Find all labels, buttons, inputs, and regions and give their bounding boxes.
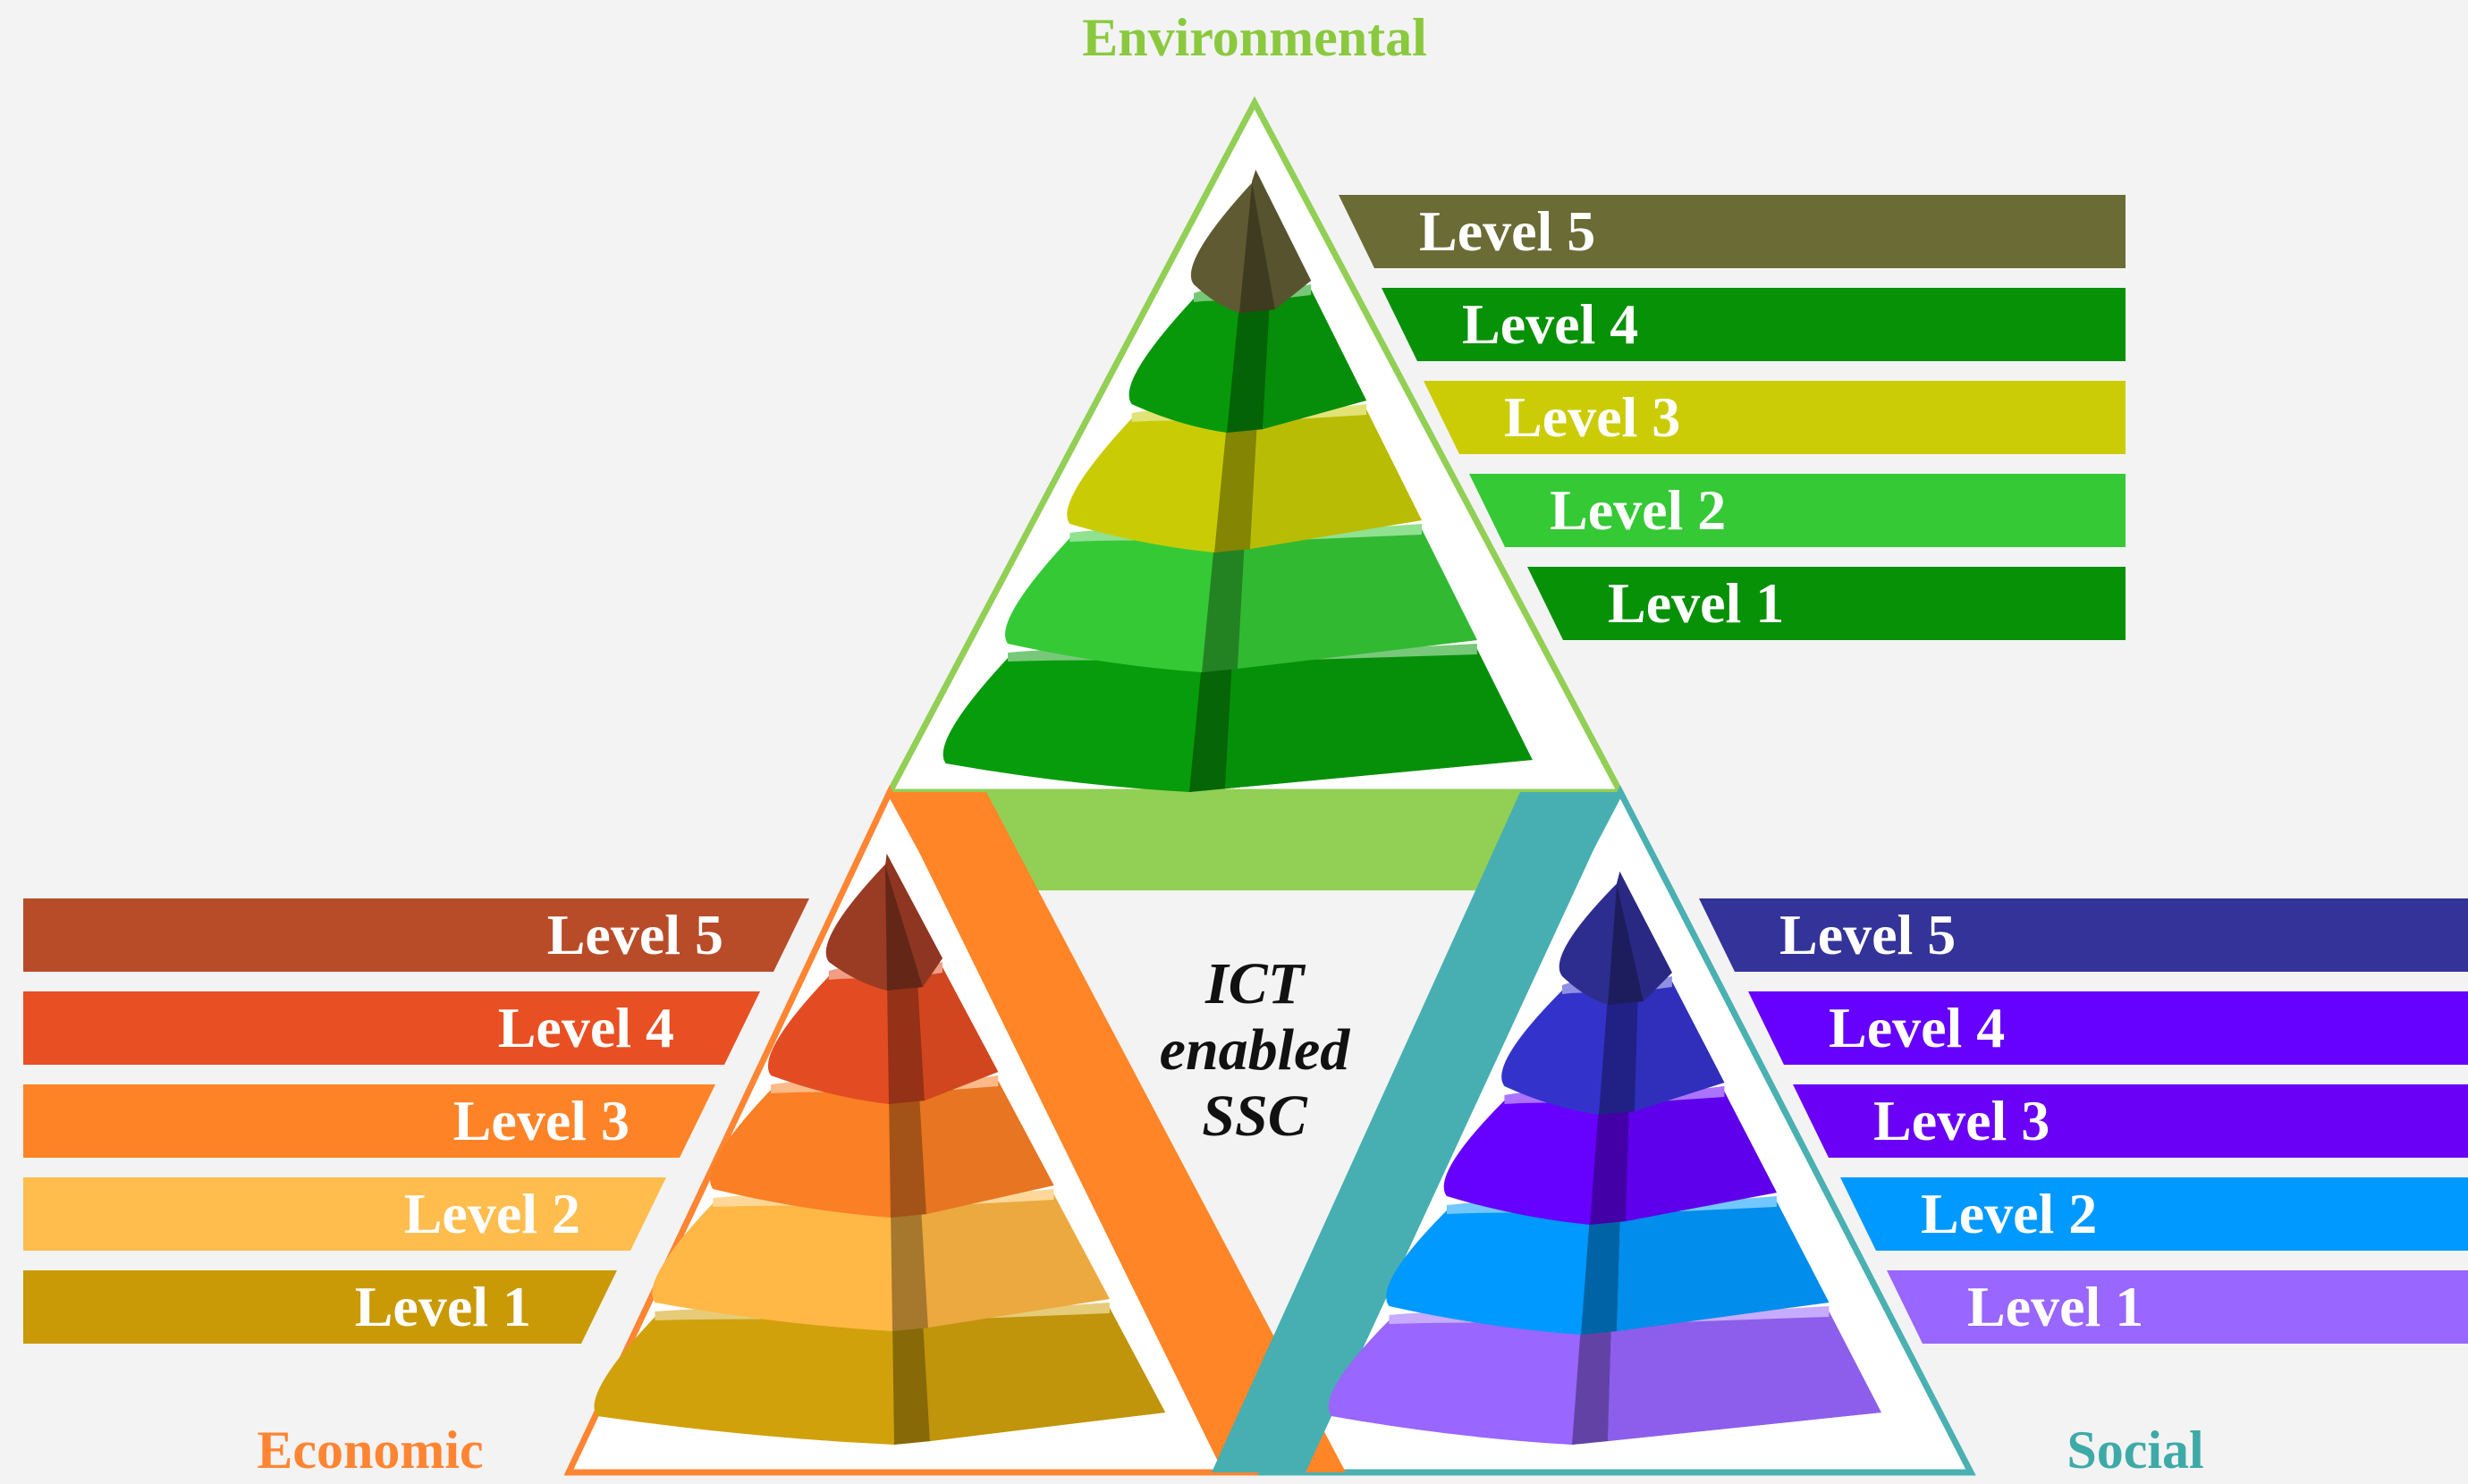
center-label: ICT enabled SSC	[1160, 951, 1351, 1149]
social-level-label: Level 1	[1967, 1275, 2143, 1338]
environmental-level-bar	[1382, 288, 2126, 361]
center-line-2: enabled	[1160, 1017, 1351, 1083]
economic-pyramid	[594, 854, 1166, 1445]
economic-pyramid-step-5-side	[885, 854, 942, 988]
economic-level-label: Level 2	[404, 1182, 580, 1245]
environmental-level-bar	[1527, 567, 2126, 640]
economic-level-label: Level 4	[498, 996, 674, 1059]
environmental-pyramid-step-5-shadow	[1239, 181, 1275, 313]
social-pyramid-step-1-side	[1608, 1311, 1881, 1442]
economic-level-bar	[23, 898, 809, 972]
economic-pyramid-step-4-side	[917, 967, 999, 1101]
economic-level-label: Level 1	[355, 1275, 531, 1338]
environmental-level-bars: Level 5 Level 4 Level 3 Level 2 Level 1	[1339, 195, 2126, 640]
economic-level-label: Level 5	[547, 903, 723, 966]
economic-pyramid-step-3-side	[919, 1081, 1054, 1215]
economic-pyramid-step-3-shadow	[889, 1092, 926, 1218]
economic-level-bar	[23, 1177, 666, 1251]
economic-pyramid-step-2-side	[921, 1194, 1110, 1328]
social-level-label: Level 3	[1873, 1089, 2050, 1152]
center-line-1: ICT	[1204, 951, 1306, 1016]
social-level-bar	[1699, 898, 2468, 972]
environmental-pyramid	[942, 170, 1533, 792]
economic-pyramid-step-1-shadow	[892, 1320, 930, 1445]
environmental-pyramid-step-4-side	[1263, 290, 1367, 430]
environmental-pyramid-step-3-side	[1250, 409, 1422, 550]
environmental-pyramid-step-4-shadow	[1227, 301, 1270, 433]
economic-pyramid-step-4-shadow	[887, 979, 925, 1104]
environmental-pyramid-step-2-shadow	[1202, 541, 1245, 672]
environmental-pyramid-step-1-side	[1225, 649, 1533, 789]
environmental-level-label: Level 3	[1504, 385, 1680, 449]
center-line-3: SSC	[1202, 1083, 1307, 1149]
economic-pyramid-step-2-shadow	[891, 1206, 928, 1331]
social-pyramid-step-5-side	[1617, 872, 1672, 1002]
social-pyramid-step-1-shadow	[1572, 1323, 1611, 1445]
environmental-pyramid-step-1-shadow	[1189, 661, 1232, 792]
social-pyramid-step-5-shadow	[1608, 883, 1644, 1005]
social-pyramid	[1328, 872, 1881, 1445]
social-level-label: Level 4	[1829, 996, 2005, 1059]
social-band	[1212, 792, 1620, 1472]
social-level-bar	[1748, 991, 2468, 1065]
environmental-pyramid-step-2-side	[1238, 529, 1477, 670]
social-level-bars: Level 5 Level 4 Level 3 Level 2 Level 1	[1699, 898, 2468, 1344]
environmental-level-label: Level 4	[1462, 292, 1638, 356]
social-level-bar	[1793, 1084, 2468, 1158]
environmental-level-bar	[1339, 195, 2126, 268]
environmental-level-label: Level 2	[1550, 478, 1726, 542]
center-bands	[890, 792, 1620, 1472]
social-level-label: Level 2	[1921, 1182, 2097, 1245]
environmental-pyramid-step-5-side	[1252, 170, 1312, 310]
environmental-band	[982, 792, 1526, 890]
social-pyramid-step-3-shadow	[1590, 1103, 1629, 1225]
environmental-level-bar	[1469, 474, 2126, 547]
economic-pyramid-step-1-side	[923, 1308, 1166, 1442]
environmental-pyramid-step-3-shadow	[1214, 421, 1257, 552]
economic-level-bars: Level 5 Level 4 Level 3 Level 2 Level 1	[23, 898, 809, 1344]
social-level-bar	[1887, 1270, 2468, 1344]
economic-level-label: Level 3	[453, 1089, 630, 1152]
environmental-level-label: Level 1	[1608, 571, 1784, 635]
social-pyramid-step-4-side	[1635, 982, 1725, 1112]
environmental-label: Environmental	[1082, 8, 1427, 67]
environmental-level-bar	[1424, 381, 2126, 454]
social-pyramid-step-3-side	[1626, 1092, 1777, 1222]
economic-level-bar	[23, 1270, 617, 1344]
economic-pyramid-step-5-shadow	[885, 865, 923, 991]
economic-level-bar	[23, 991, 760, 1065]
social-label: Social	[2067, 1421, 2203, 1480]
economic-label: Economic	[257, 1421, 483, 1480]
social-pyramid-step-2-shadow	[1581, 1213, 1620, 1335]
environmental-level-label: Level 5	[1419, 199, 1595, 263]
social-level-label: Level 5	[1779, 903, 1956, 966]
social-pyramid-step-2-side	[1617, 1202, 1830, 1332]
social-level-bar	[1840, 1177, 2468, 1251]
economic-level-bar	[23, 1084, 715, 1158]
social-pyramid-step-4-shadow	[1599, 993, 1638, 1115]
economic-band	[890, 792, 1346, 1472]
